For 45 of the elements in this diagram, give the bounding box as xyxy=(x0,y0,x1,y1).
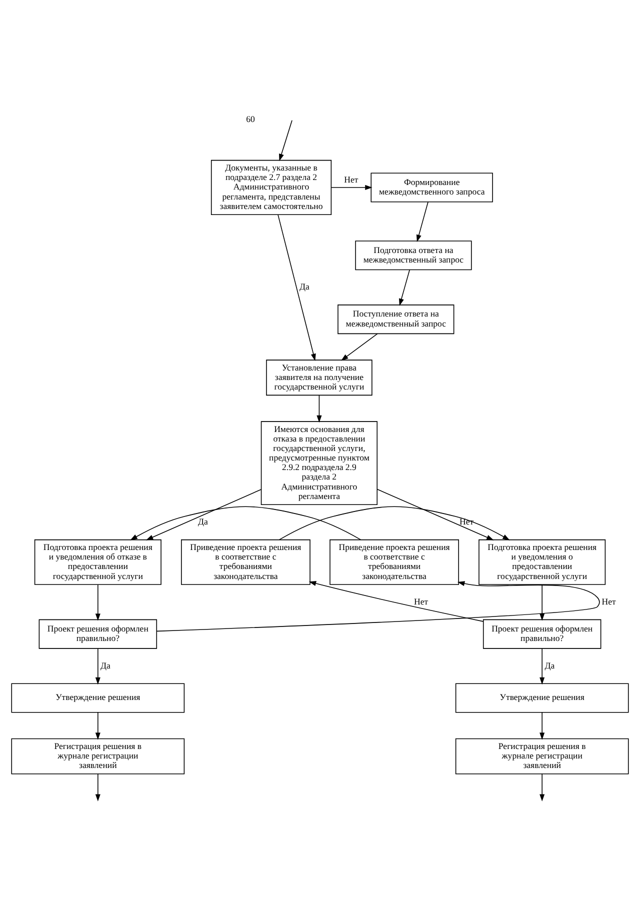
arrow xyxy=(341,332,378,360)
arrow xyxy=(316,394,322,422)
arrow xyxy=(95,648,100,684)
arrow xyxy=(416,201,428,242)
arrow xyxy=(95,712,100,740)
node-box: Регистрация решения в журнале регистрации заявлений xyxy=(11,738,185,774)
node-box: Приведение проекта решения в соответствие с требованиями законодательства xyxy=(181,538,310,584)
arrow xyxy=(308,580,484,622)
node-box: Приведение проекта решения в соответствие с требованиями законодательства xyxy=(330,538,459,584)
node-box: Имеются основания для отказа в предоставлении государственной услуги, предусмотренные пунктом 2.9.2 подраздела 2.9 раздела 2 Административного регламента xyxy=(260,420,378,505)
node-box: Документы, указанные в подразделе 2.7 раздела 2 Административного регламента, представлены заявителем самостоятельно xyxy=(210,159,332,215)
arrow xyxy=(376,488,494,540)
arrow xyxy=(278,214,316,360)
arrow xyxy=(398,269,410,306)
edge-label: Нет xyxy=(414,596,428,606)
node-box: Подготовка ответа на межведомственный запрос xyxy=(355,240,472,270)
edge-label: Да xyxy=(544,660,555,670)
arrow xyxy=(279,120,292,161)
edge-label: Да xyxy=(299,281,310,292)
arrow xyxy=(146,488,262,540)
arrow xyxy=(330,184,372,190)
arrow xyxy=(540,773,545,801)
label: 60 xyxy=(246,113,255,124)
arrow xyxy=(156,580,600,632)
node-box: Установление права заявителя на получение государственной услуги xyxy=(266,359,372,396)
node-box: Утверждение решения xyxy=(455,682,629,712)
node-box: Формирование межведомственного запроса xyxy=(370,172,493,202)
arrow xyxy=(540,648,545,684)
node-box: Подготовка проекта решения и уведомления об отказе в предоставлении государственной услуги xyxy=(34,538,162,584)
node-box: Регистрация решения в журнале регистрации заявлений xyxy=(455,738,629,774)
arrow xyxy=(278,506,510,540)
edge-label: Нет xyxy=(344,174,358,184)
node-box: Проект решения оформлен правильно? xyxy=(482,618,602,648)
node-box: Проект решения оформлен правильно? xyxy=(38,618,158,648)
edge-label: Да xyxy=(100,660,110,670)
node-box: Утверждение решения xyxy=(11,682,185,712)
node-box: Поступление ответа на межведомственный запрос xyxy=(338,304,454,334)
node-box: Подготовка проекта решения и уведомления о предоставлении государственной услуги xyxy=(478,538,606,584)
edge-label: Нет xyxy=(602,596,616,606)
arrow xyxy=(95,773,100,801)
arrow xyxy=(540,712,545,740)
arrow xyxy=(130,506,362,540)
arrow xyxy=(95,584,100,620)
arrow xyxy=(540,584,545,620)
edge-label: Да xyxy=(198,516,208,526)
